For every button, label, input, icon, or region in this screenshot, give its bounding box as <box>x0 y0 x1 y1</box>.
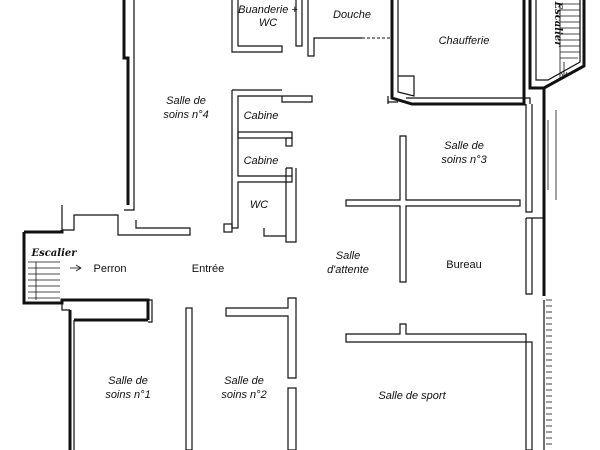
wall-sport-right <box>525 341 533 450</box>
label-wc: WC <box>250 199 268 211</box>
label-chaufferie: Chaufferie <box>439 35 490 47</box>
wall-stair-right-inner <box>535 0 581 81</box>
label-cabine-2: Cabine <box>244 155 279 167</box>
wall-ledge <box>61 205 191 236</box>
label-salle3-1: Salle de <box>444 140 484 152</box>
label-salle4-1: Salle de <box>166 95 206 107</box>
label-cabine-1: Cabine <box>244 110 279 122</box>
wall-left-upper <box>122 0 130 205</box>
stair-right <box>546 3 580 445</box>
label-escalier-right: Escalier <box>552 0 563 47</box>
walls <box>22 0 586 450</box>
label-salle4-2: soins n°4 <box>163 109 208 121</box>
stair-left-bottom <box>22 232 150 320</box>
wall-s1-s2 <box>185 307 193 450</box>
wall-cabine-divider <box>237 131 293 139</box>
wall-chaufferie-bottom <box>406 97 531 104</box>
wall-douche <box>307 0 362 57</box>
wall-cabine-jamb2 <box>286 167 293 176</box>
label-salle2-1: Salle de <box>224 375 264 387</box>
wall-sport-top <box>345 323 527 343</box>
wall-wc-bottom <box>263 228 286 237</box>
label-salle1-2: soins n°1 <box>105 389 150 401</box>
wall-wc-post <box>223 223 233 233</box>
wall-salle1-notch <box>148 299 153 323</box>
wall-right-upper <box>525 104 533 213</box>
label-entree: Entrée <box>192 263 224 275</box>
label-douche: Douche <box>333 9 371 21</box>
wall-s2-top <box>225 297 297 379</box>
wall-chaufferie-inner <box>397 0 415 97</box>
stair-left-top <box>24 230 64 234</box>
label-salle2-2: soins n°2 <box>221 389 266 401</box>
label-attente-1: Salle <box>336 250 360 262</box>
wall-buanderie-right <box>295 0 303 47</box>
wall-cabine-jamb <box>285 137 293 147</box>
label-bureau: Bureau <box>446 259 481 271</box>
wall-cabine-top-right <box>281 95 313 103</box>
label-buanderie-2: WC <box>259 17 277 29</box>
wall-wc-right <box>285 168 297 243</box>
label-salle1-1: Salle de <box>108 375 148 387</box>
label-sport: Salle de sport <box>378 390 446 402</box>
stair-left <box>28 261 82 300</box>
wall-s2-right <box>287 387 297 450</box>
wall-buanderie <box>231 0 283 53</box>
wall-chaufferie <box>390 0 526 106</box>
stair-left-corner <box>61 303 70 311</box>
label-attente-2: d'attente <box>327 264 369 276</box>
label-perron: Perron <box>93 263 126 275</box>
room-labels: Buanderie + WC Douche Chaufferie Salle d… <box>30 0 563 402</box>
wall-cross <box>345 135 521 283</box>
wall-bureau-right <box>525 218 533 295</box>
wall-left-upper-inner <box>124 0 135 211</box>
label-escalier-left: Escalier <box>30 248 77 259</box>
wall-cabines-left <box>231 90 293 229</box>
label-salle3-2: soins n°3 <box>441 154 487 166</box>
label-buanderie-1: Buanderie + <box>238 4 298 16</box>
